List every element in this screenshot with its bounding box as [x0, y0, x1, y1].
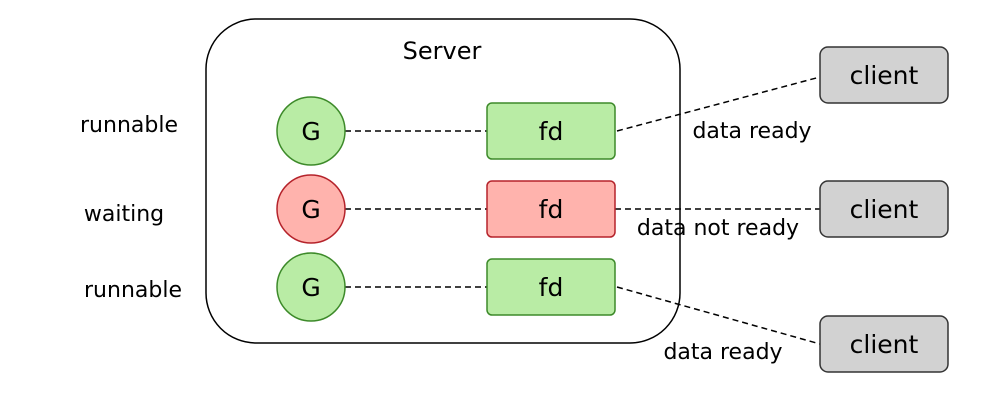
row-3-goroutine-node — [276, 252, 346, 322]
row-3-fd-label: fd — [539, 273, 564, 302]
server-title: Server — [403, 37, 482, 65]
row-2-client-node — [819, 180, 949, 238]
row-2-state-label: waiting — [84, 202, 164, 227]
row-1-fd-label: fd — [539, 117, 564, 146]
row-1-state-label: runnable — [80, 113, 178, 138]
row-1-link-label: data ready — [692, 119, 811, 144]
row-1-goroutine-label: G — [301, 117, 320, 146]
row-1-fd-node — [486, 102, 616, 160]
row-3-state-label: runnable — [84, 278, 182, 303]
row-3-client-label: client — [850, 330, 919, 359]
row-2-link-label: data not ready — [637, 216, 799, 241]
row-1-client-label: client — [850, 61, 919, 90]
row-3-link-label: data ready — [663, 340, 782, 365]
row-2-client-label: client — [850, 195, 919, 224]
row-3-fd-client-connector — [616, 286, 821, 345]
row-2-fd-node — [486, 180, 616, 238]
row-3-fd-node — [486, 258, 616, 316]
row-3-goroutine-label: G — [301, 273, 320, 302]
row-2-fd-label: fd — [539, 195, 564, 224]
row-1-goroutine-node — [276, 96, 346, 166]
row-1-fd-client-connector — [616, 76, 821, 132]
row-2-goroutine-label: G — [301, 195, 320, 224]
row-2-goroutine-node — [276, 174, 346, 244]
row-1-client-node — [819, 46, 949, 104]
row-3-client-node — [819, 315, 949, 373]
